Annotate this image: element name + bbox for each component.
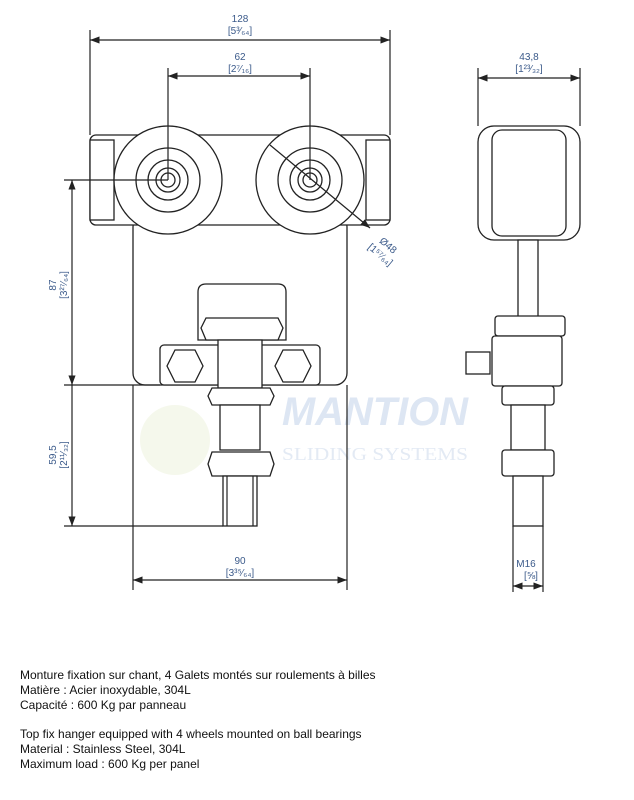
top-nut	[200, 317, 284, 341]
description-line: Monture fixation sur chant, 4 Galets mon…	[20, 668, 376, 682]
side-body	[491, 335, 563, 387]
description-line: Top fix hanger equipped with 4 wheels mo…	[20, 727, 362, 741]
description-line: Maximum load : 600 Kg per panel	[20, 757, 200, 771]
dim-wheel-spacing-imperial: [2⁷⁄₁₆]	[228, 64, 252, 75]
side-nut-block	[494, 315, 566, 337]
dim-thread: M16	[516, 559, 536, 570]
description-line: Capacité : 600 Kg par panneau	[20, 698, 187, 712]
dimension-lines	[64, 30, 581, 592]
dim-side-width: 43,8	[519, 52, 539, 63]
description-line: Material : Stainless Steel, 304L	[20, 742, 186, 756]
technical-drawing: MANTION SLIDING SYSTEMS 128 [5³⁄₆₄] 62 […	[48, 14, 581, 592]
front-view	[89, 125, 391, 527]
side-lower-nut	[501, 449, 555, 477]
side-threaded-rod	[512, 475, 544, 527]
dim-thread-imperial: [⅝]	[524, 571, 538, 582]
dim-plate-width-imperial: [3³⁵⁄₆₄]	[226, 568, 255, 579]
threaded-rod	[222, 475, 258, 527]
description-english: Top fix hanger equipped with 4 wheels mo…	[20, 727, 362, 772]
dim-overall-width-imperial: [5³⁄₆₄]	[228, 26, 252, 37]
dim-height-upper-imperial: [3²⁷⁄₆₄]	[59, 271, 70, 299]
dim-wheel-spacing: 62	[234, 52, 246, 63]
dim-plate-width: 90	[234, 556, 246, 567]
dim-overall-width: 128	[232, 14, 249, 25]
lower-nut	[207, 451, 275, 477]
side-bolt	[465, 351, 491, 375]
right-flange	[365, 139, 391, 221]
side-upper-nut	[501, 385, 555, 406]
left-bolt-head	[166, 349, 204, 383]
rod	[219, 404, 261, 451]
description-line: Matière : Acier inoxydable, 304L	[20, 683, 191, 697]
side-view	[465, 125, 581, 527]
dim-side-width-imperial: [1²³⁄₃₂]	[515, 64, 543, 75]
watermark-brand: MANTION	[282, 390, 469, 434]
dim-height-upper: 87	[48, 279, 59, 291]
right-bolt-head	[274, 349, 312, 383]
watermark: MANTION SLIDING SYSTEMS	[140, 390, 469, 475]
watermark-tagline: SLIDING SYSTEMS	[282, 444, 468, 464]
dim-height-lower: 59,5	[48, 445, 59, 465]
dim-height-lower-imperial: [2¹¹⁄₃₂]	[59, 441, 70, 469]
upper-nut	[207, 387, 275, 406]
side-hanger-rod	[517, 239, 539, 319]
description-french: Monture fixation sur chant, 4 Galets mon…	[20, 668, 376, 713]
